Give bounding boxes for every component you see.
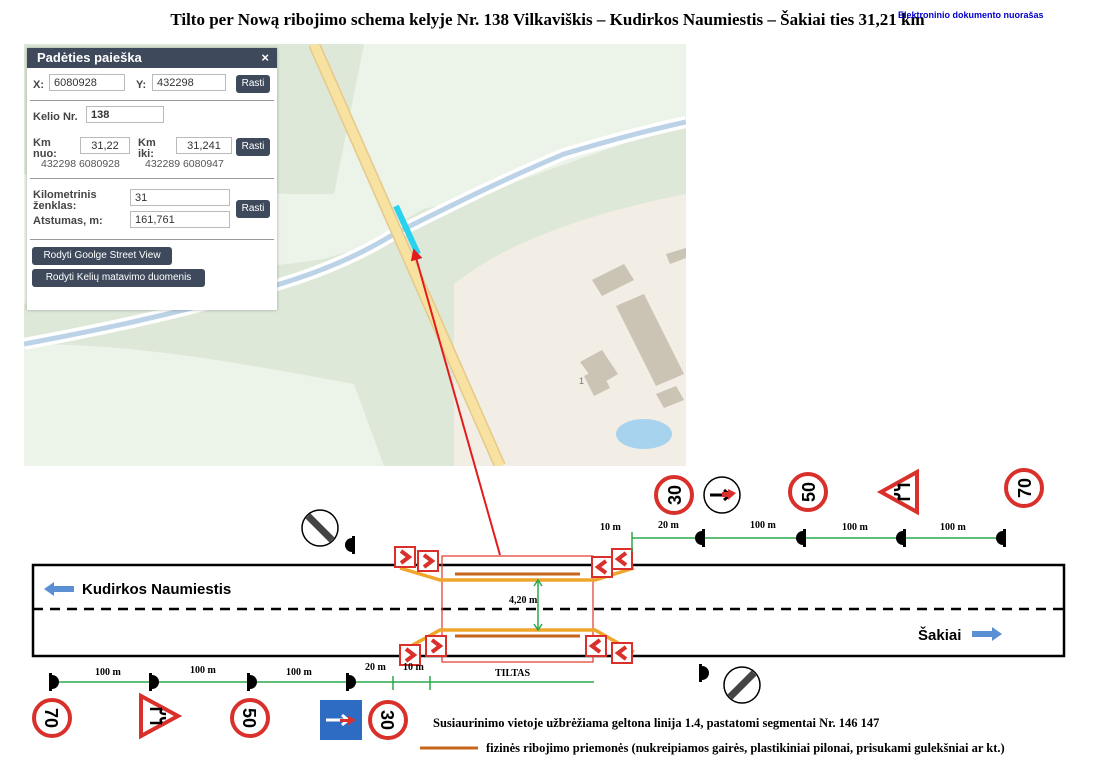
top-distance-5: 100 m xyxy=(940,522,967,533)
chevron-markers xyxy=(394,546,633,666)
bottom-distance-5: 10 m xyxy=(403,662,425,673)
divider xyxy=(30,178,274,179)
sign-post-icon xyxy=(896,531,903,545)
svg-text:30: 30 xyxy=(377,710,397,730)
y-label: Y: xyxy=(136,79,147,91)
bottom-distance-line: 100 m 100 m 100 m 20 m 10 m TILTAS xyxy=(49,662,709,691)
km-from-label-1: Km xyxy=(33,137,51,149)
panel-header: Padėties paieška × xyxy=(27,48,277,68)
bridge-outline xyxy=(441,555,594,663)
sign-post-icon xyxy=(996,531,1003,545)
km-to-label-1: Km xyxy=(138,137,156,149)
km-to-label-2: iki: xyxy=(138,148,154,160)
direction-right-label: Šakiai xyxy=(918,626,961,644)
road-input[interactable]: 138 xyxy=(86,106,164,123)
arrow-right-icon xyxy=(972,627,1002,641)
end-restrictions-sign-icon xyxy=(301,509,339,547)
sign-post-icon xyxy=(250,675,257,689)
bottom-distance-4: 20 m xyxy=(365,662,387,673)
direction-left-label: Kudirkos Naumiestis xyxy=(82,581,231,598)
bottom-distance-2: 100 m xyxy=(190,665,217,676)
coord-to: 432289 6080947 xyxy=(145,158,224,170)
panel-title: Padėties paieška xyxy=(37,50,142,65)
svg-text:70: 70 xyxy=(41,708,61,728)
speed-limit-50-sign-icon: 50 xyxy=(788,472,828,512)
legend-text: fizinės ribojimo priemonės (nukreipiamos… xyxy=(486,741,1005,755)
road-label: Kelio Nr. xyxy=(33,111,78,123)
arrow-left-icon xyxy=(44,582,74,596)
edoc-link[interactable]: Elektroninio dokumento nuorašas xyxy=(898,10,1044,20)
sign-post-icon xyxy=(345,538,352,552)
divider xyxy=(30,100,274,101)
speed-limit-70-sign-icon: 70 xyxy=(1004,468,1044,508)
bottom-distance-3: 100 m xyxy=(286,667,313,678)
km-from-label-2: nuo: xyxy=(33,148,57,160)
svg-text:70: 70 xyxy=(1015,478,1035,498)
distance-input[interactable]: 161,761 xyxy=(130,211,230,228)
sign-post-icon xyxy=(702,666,709,680)
narrowing-line-bottom xyxy=(399,628,635,654)
marker-label-2: ženklas: xyxy=(33,200,77,212)
marker-input[interactable]: 31 xyxy=(130,189,230,206)
speed-limit-30-sign-icon: 30 xyxy=(368,700,408,740)
find-xy-button[interactable]: Rasti xyxy=(236,75,270,93)
find-km-button[interactable]: Rasti xyxy=(236,138,270,156)
x-label: X: xyxy=(33,79,44,91)
close-icon[interactable]: × xyxy=(261,50,269,65)
priority-over-oncoming-sign-icon xyxy=(320,700,362,740)
house-number: 1 xyxy=(579,376,584,386)
x-input[interactable]: 6080928 xyxy=(49,74,125,91)
top-distance-line: 10 m 20 m 100 m 100 m 100 m xyxy=(345,520,1006,554)
bridge-width-label: 4,20 m xyxy=(509,595,538,606)
narrowing-line-top xyxy=(399,566,635,582)
km-to-input[interactable]: 31,241 xyxy=(176,137,232,154)
top-distance-2: 20 m xyxy=(658,520,680,531)
priority-oncoming-sign-icon xyxy=(703,476,741,514)
bridge-label: TILTAS xyxy=(495,668,530,679)
y-input[interactable]: 432298 xyxy=(152,74,226,91)
road-narrows-sign-icon xyxy=(139,692,183,740)
bottom-distance-1: 100 m xyxy=(95,667,122,678)
top-distance-4: 100 m xyxy=(842,522,869,533)
direction-right: Šakiai xyxy=(918,626,1002,644)
top-distance-3: 100 m xyxy=(750,520,777,531)
sign-post-icon xyxy=(796,531,803,545)
road-narrows-sign-icon xyxy=(876,468,919,516)
top-distance-1: 10 m xyxy=(600,522,622,533)
direction-left: Kudirkos Naumiestis xyxy=(44,581,231,598)
narrowing-note: Susiaurinimo vietoje užbrėžiama geltona … xyxy=(433,716,879,730)
distance-label: Atstumas, m: xyxy=(33,215,103,227)
sign-post-icon xyxy=(695,531,702,545)
sign-post-icon xyxy=(52,675,59,689)
coord-from: 432298 6080928 xyxy=(41,158,120,170)
svg-text:50: 50 xyxy=(239,708,259,728)
street-view-button[interactable]: Rodyti Goolge Street View xyxy=(32,247,172,265)
divider xyxy=(30,239,274,240)
end-restrictions-sign-icon xyxy=(723,666,761,704)
km-from-input[interactable]: 31,22 xyxy=(80,137,130,154)
speed-limit-50-sign-icon: 50 xyxy=(230,698,270,738)
svg-text:30: 30 xyxy=(665,485,685,505)
page-title: Tilto per Nową ribojimo schema kelyje Nr… xyxy=(170,10,925,29)
road-outline xyxy=(31,563,1066,658)
speed-limit-70-sign-icon: 70 xyxy=(32,698,72,738)
speed-limit-30-sign-icon: 30 xyxy=(654,475,694,515)
svg-text:50: 50 xyxy=(799,482,819,502)
sign-post-icon xyxy=(349,675,356,689)
road-measure-button[interactable]: Rodyti Kelių matavimo duomenis xyxy=(32,269,205,287)
position-search-panel: Padėties paieška × X: 6080928 Y: 432298 … xyxy=(27,48,277,310)
marker-label-1: Kilometrinis xyxy=(33,189,97,201)
location-pointer-arrow xyxy=(410,248,501,556)
find-marker-button[interactable]: Rasti xyxy=(236,200,270,218)
sign-post-icon xyxy=(152,675,159,689)
